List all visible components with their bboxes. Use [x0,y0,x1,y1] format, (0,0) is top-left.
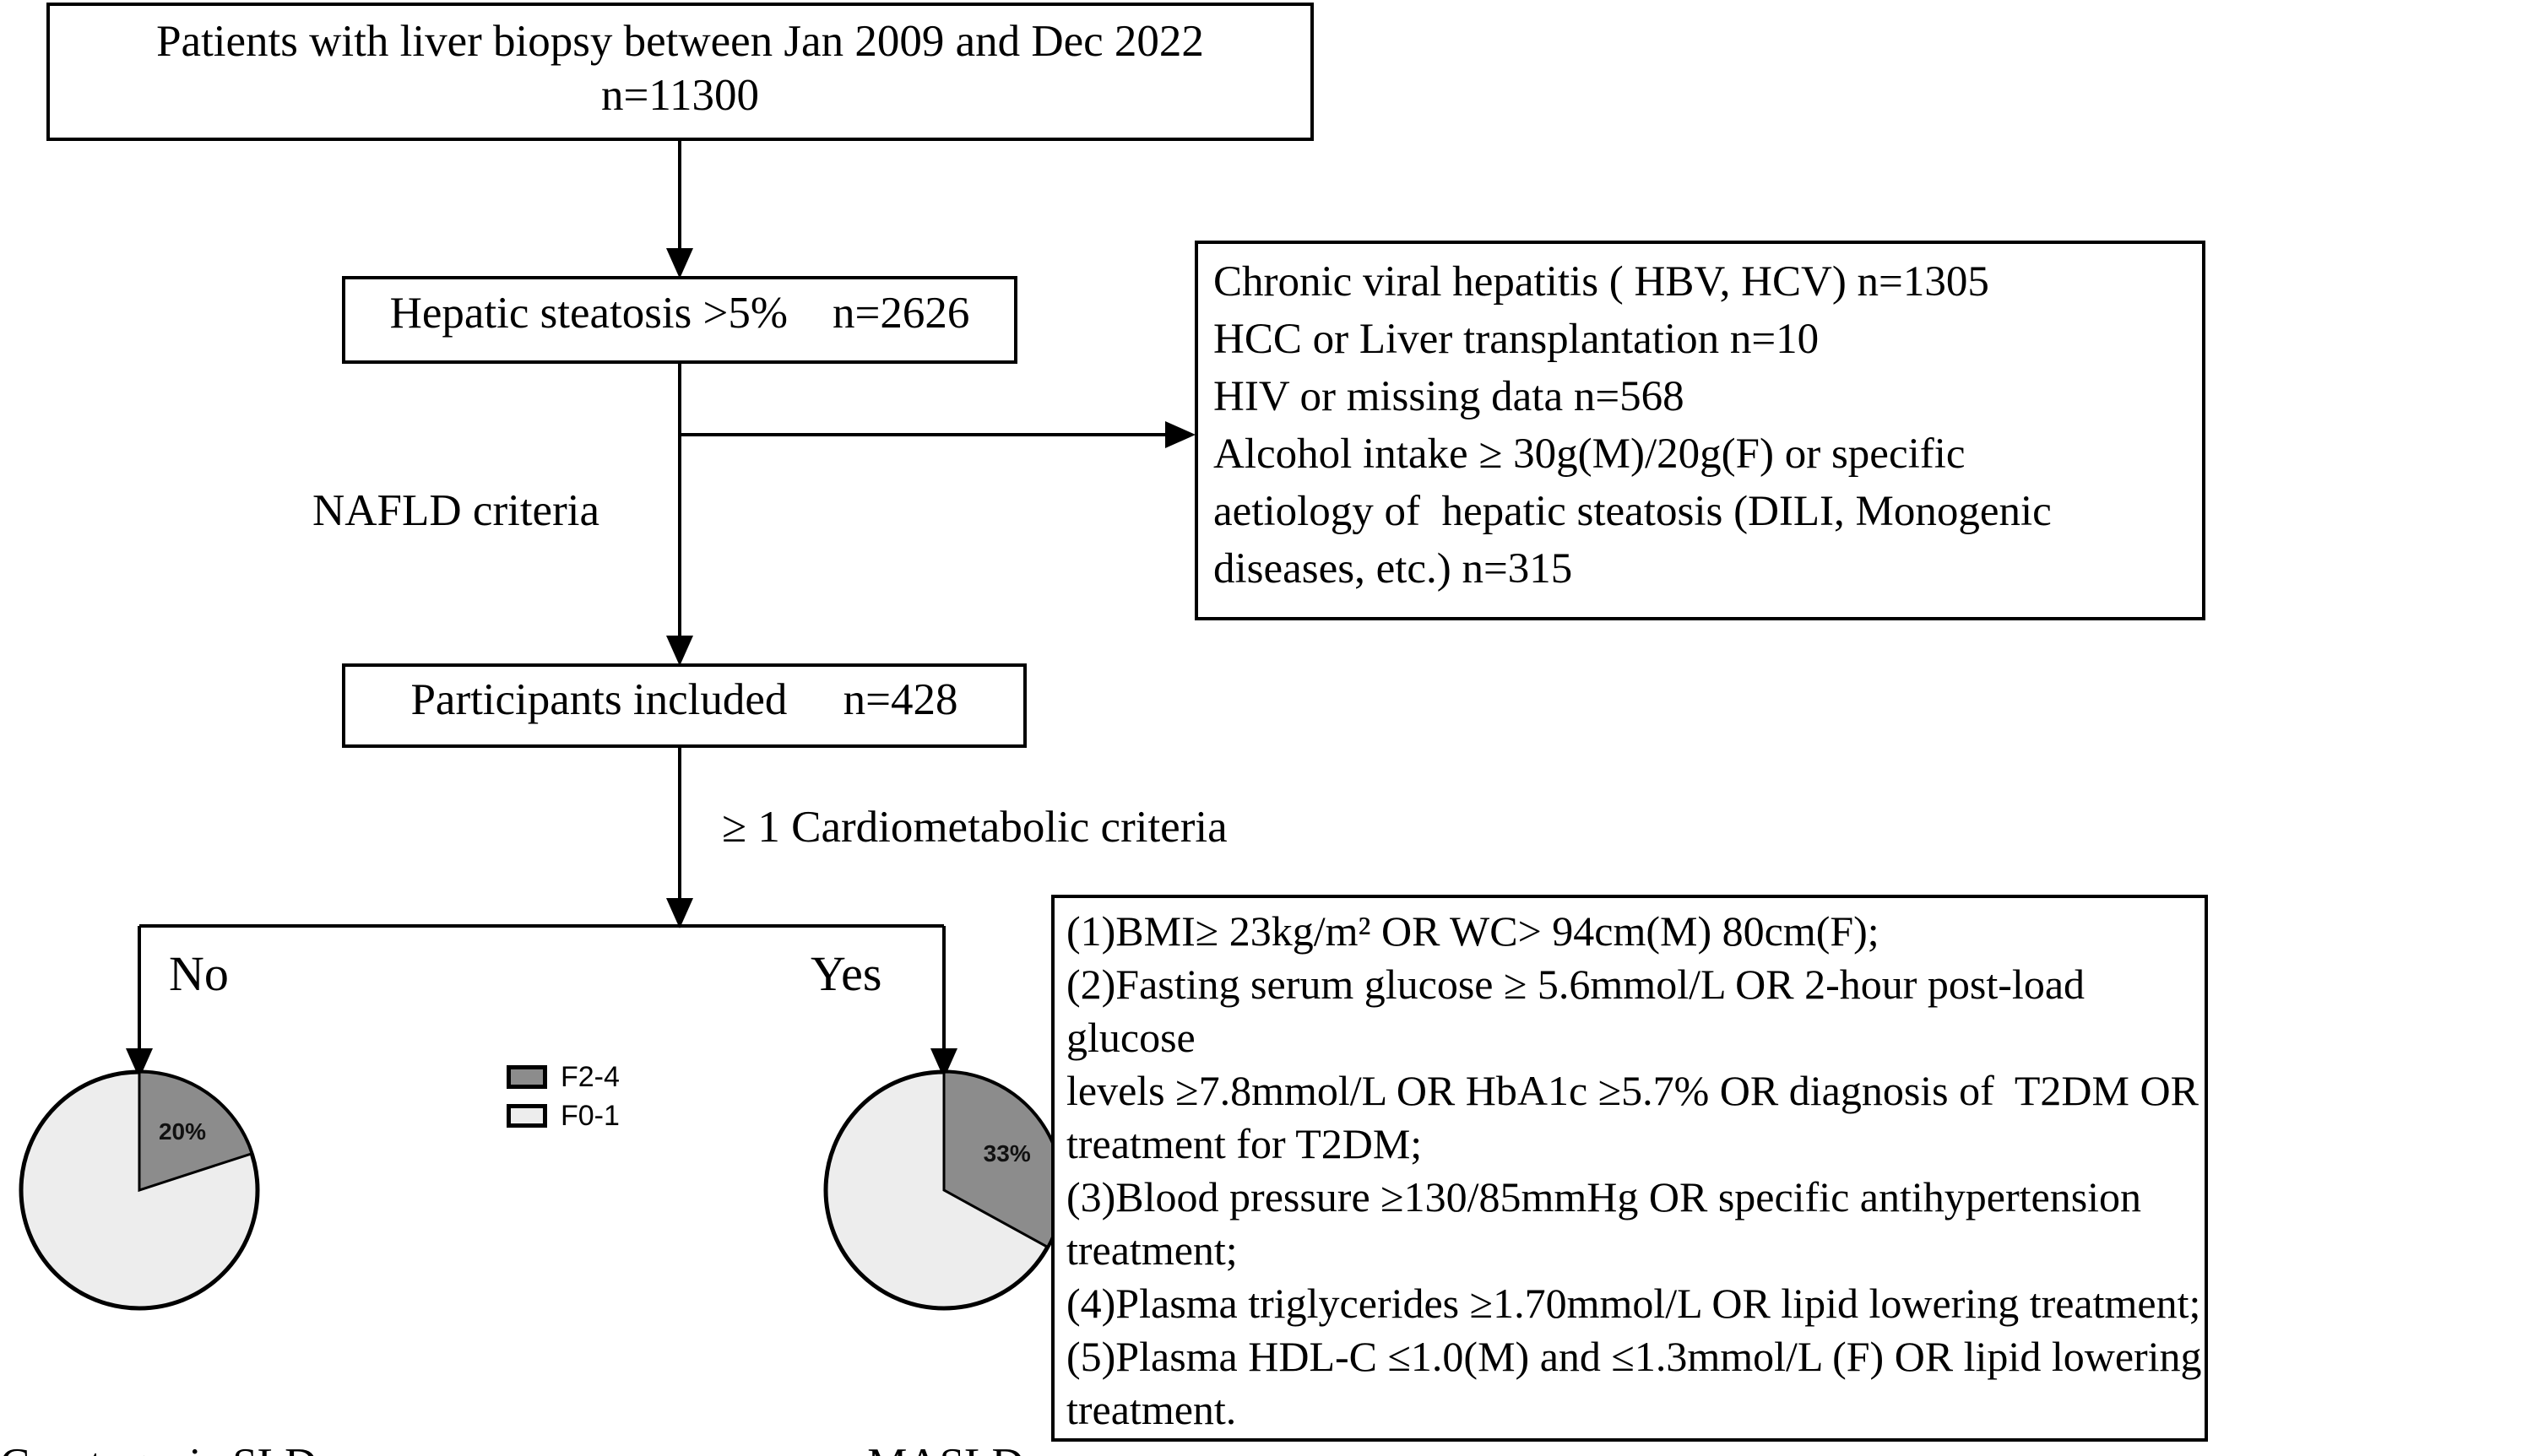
fibrosis-legend: F2-4 F0-1 [507,1059,620,1137]
box-participants-included [342,663,1027,748]
pie-label-left: 20% [159,1118,206,1145]
legend-item-f2-4: F2-4 [507,1059,620,1095]
box-cohort-total-line1: Patients with liver biopsy between Jan 2… [156,17,1204,66]
pie-caption-masld-title: MASLD [802,1437,1089,1456]
pie-caption-masld: MASLD n=329 [802,1325,1089,1456]
legend-swatch-f0-1 [507,1104,547,1128]
edge-label-no: No [169,946,229,1001]
pie-slice-f2-4-left [138,1070,254,1193]
box-exclusions [1195,241,2205,620]
legend-label-f2-4: F2-4 [561,1061,620,1093]
box-hepatic-steatosis [342,276,1017,364]
edge-label-cardiometabolic-criteria: ≥ 1 Cardiometabolic criteria [722,803,1228,852]
box-hepatic-steatosis-text: Hepatic steatosis >5% n=2626 [389,289,970,338]
edge-label-nafld-criteria: NAFLD criteria [312,486,599,535]
box-exclusions-text: Chronic viral hepatitis ( HBV, HCV) n=13… [1213,258,2052,593]
masld-pie: 33% [823,1069,1065,1311]
pie-caption-cryptogenic-sld-title: Cryptogenic SLD [0,1437,317,1456]
legend-swatch-f2-4 [507,1065,547,1089]
box-participants-included-text: Participants included n=428 [410,675,958,724]
box-cohort-total-line2: n=11300 [601,71,759,120]
edge-label-yes: Yes [811,946,882,1001]
pie-caption-cryptogenic-sld: Cryptogenic SLD n=99 [0,1325,317,1456]
cryptogenic-sld-pie: 20% [19,1069,260,1311]
box-cohort-total [46,3,1314,141]
legend-item-f0-1: F0-1 [507,1098,620,1134]
connector-hepatic-to-exclusions [678,364,1196,448]
legend-label-f0-1: F0-1 [561,1100,620,1132]
pie-slice-f0-1-left [19,1069,260,1311]
pie-label-right: 33% [984,1140,1031,1166]
box-cardiometabolic-criteria [1051,895,2208,1442]
pie-slice-f0-1-right [823,1069,1065,1311]
box-cardiometabolic-criteria-text: (1)BMI≥ 23kg/m² OR WC> 94cm(M) 80cm(F); … [1066,907,2202,1433]
pie-slice-f2-4-right [942,1070,1064,1249]
